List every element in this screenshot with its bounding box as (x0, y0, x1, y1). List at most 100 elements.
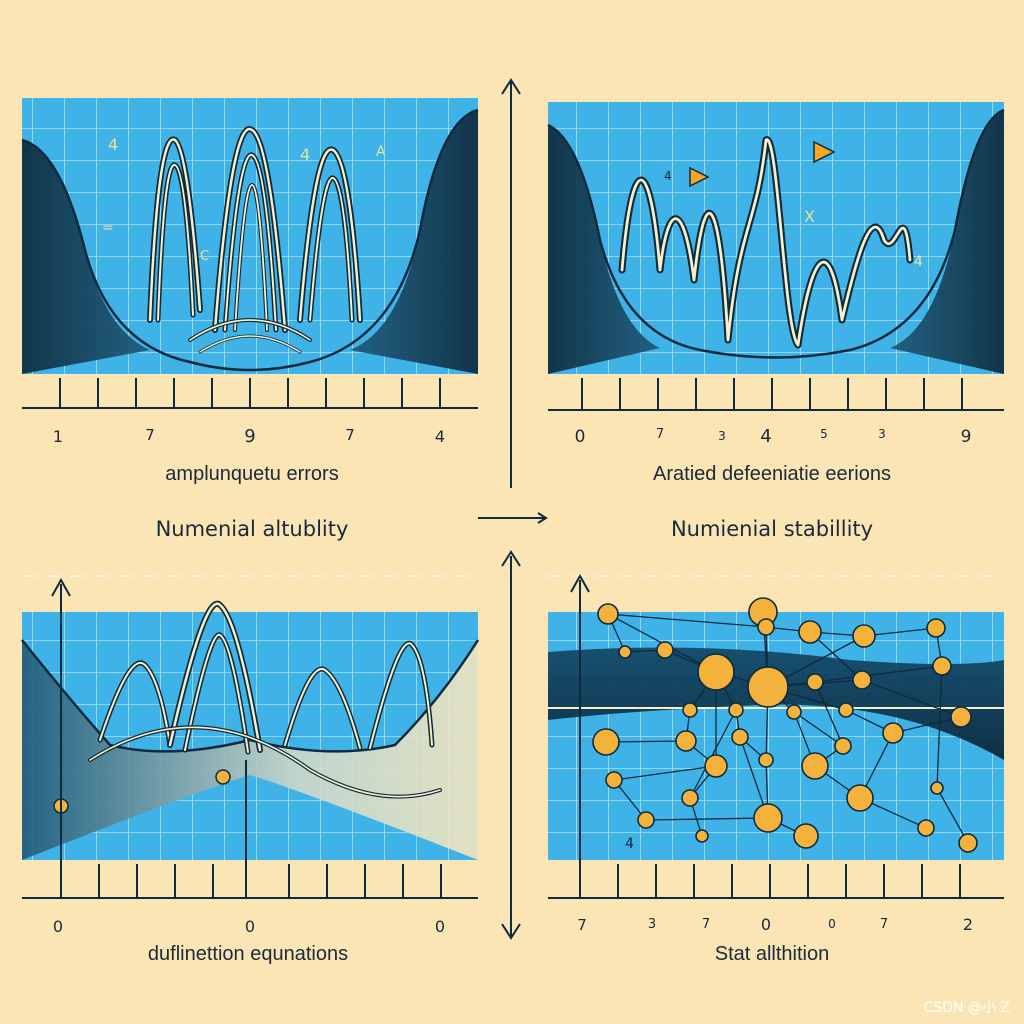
network-node (958, 833, 978, 853)
network-node (757, 618, 775, 636)
marker-triangle (689, 166, 710, 188)
network-node (681, 789, 699, 807)
network-node (926, 618, 946, 638)
network-node (592, 728, 620, 756)
tick-label: 0 (245, 917, 255, 936)
network-node (618, 645, 632, 659)
tick-label: 7 (656, 427, 664, 442)
network-nodes (592, 597, 978, 853)
network-node (597, 603, 619, 625)
arrowhead-down (501, 923, 521, 940)
panel-top-left: 4 4 A = C 1 7 9 7 4 amplunquetu errors (21, 98, 479, 485)
network-node (793, 823, 819, 849)
panel-caption: Aratied defeeniatie eerions (653, 463, 891, 485)
panel-bottom-left: 0 0 0 duflinettion equnations (21, 577, 480, 965)
arrowhead-up (51, 577, 71, 597)
tick-label: 0 (435, 917, 445, 936)
tick-label: 0 (828, 917, 836, 931)
tick-label: 9 (961, 427, 972, 447)
network-node (786, 704, 802, 720)
glyph-label: X (804, 207, 815, 226)
network-edge (607, 613, 767, 628)
network-edge (793, 711, 844, 747)
tick-label: 7 (702, 917, 710, 932)
network-node (697, 653, 735, 691)
network-node (798, 620, 822, 644)
bowl-curve (21, 639, 480, 753)
tick-label: 0 (761, 915, 771, 934)
network-node (882, 722, 904, 744)
tick-label: 0 (575, 427, 586, 447)
network-edge (892, 716, 962, 734)
network-node (682, 702, 698, 718)
tick-label: 2 (963, 915, 973, 934)
network-node (704, 754, 728, 778)
network-edge (613, 765, 717, 781)
center-dividers (478, 78, 548, 940)
marker-triangle (813, 140, 836, 164)
oscillation-peaks (88, 600, 442, 799)
shaded-region-left (548, 125, 660, 374)
oscillation-wave (618, 136, 914, 349)
network-edge (936, 665, 943, 789)
tick-label: 7 (345, 426, 355, 444)
network-edge (689, 709, 737, 799)
oscillation-peaks (147, 126, 363, 354)
network-node (605, 771, 623, 789)
bowl-curve (547, 108, 1005, 359)
network-node (731, 728, 749, 746)
network-node (846, 784, 874, 812)
network-node (728, 702, 744, 718)
watermark: CSDN @小 Z (924, 1000, 1010, 1016)
glyph-label: = (102, 220, 114, 236)
shaded-region-right (350, 110, 478, 374)
network-edge (814, 665, 943, 683)
network-node (675, 730, 697, 752)
tick-label: 0 (53, 917, 63, 936)
glyph-label: 4 (664, 169, 672, 183)
panel-bottom-right: 4 7 3 7 0 0 7 2 Stat allthition (548, 573, 1004, 965)
tick-label: 4 (435, 427, 445, 446)
bowl-curve (21, 108, 479, 372)
network-node (838, 702, 854, 718)
glyph-label: 4 (625, 836, 634, 852)
data-node (215, 769, 231, 785)
panel-caption: amplunquetu errors (165, 463, 338, 485)
arrowhead-up (501, 550, 521, 567)
section-heading-left: Numenial altublity (156, 517, 349, 541)
network-node (834, 737, 852, 755)
axis-ticks (581, 378, 963, 410)
network-edge (861, 679, 962, 718)
tick-label: 7 (880, 917, 888, 932)
tick-label: 5 (820, 427, 828, 441)
network-node (852, 624, 876, 648)
network-node (753, 803, 783, 833)
arrowhead-up (570, 573, 590, 593)
network-node (801, 752, 829, 780)
axis-ticks (617, 864, 961, 898)
section-heading-right: Numienial stabillity (671, 517, 873, 541)
panel-top-right: 4 X 4 0 7 3 4 5 3 9 Aratied defeeniatie … (547, 102, 1005, 485)
tick-label: 4 (760, 426, 771, 447)
network-edge (936, 787, 969, 844)
arrowhead-up (501, 78, 521, 95)
network-node (758, 752, 774, 768)
network-node (747, 666, 789, 708)
axis-ticks (59, 378, 441, 408)
network-node (637, 811, 655, 829)
tick-label: 3 (718, 429, 726, 443)
network-edge (863, 627, 937, 637)
tick-label: 1 (53, 427, 63, 446)
network-node (806, 673, 824, 691)
tick-label: 3 (878, 427, 886, 441)
network-edge (814, 681, 844, 747)
glyph-label: 4 (108, 135, 118, 154)
tick-label: 3 (648, 917, 656, 932)
network-edge (645, 817, 769, 821)
tick-label: 7 (145, 426, 155, 444)
network-node (930, 781, 944, 795)
axis-ticks (98, 864, 442, 898)
panel-caption: Stat allthition (715, 943, 830, 965)
network-node (917, 819, 935, 837)
